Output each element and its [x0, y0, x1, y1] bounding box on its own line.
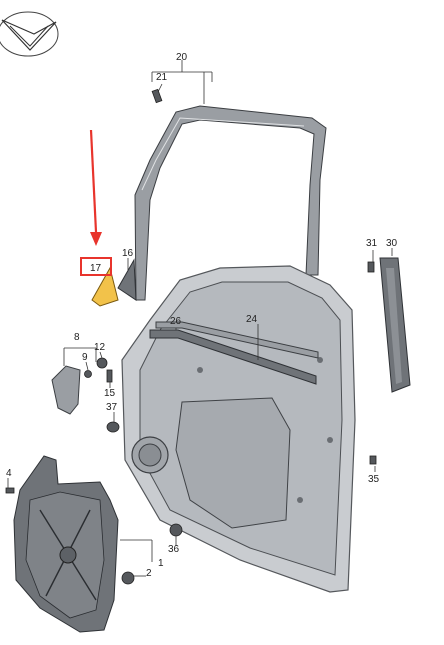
label-4: 4: [6, 468, 12, 479]
label-31: 31: [366, 238, 378, 249]
handle-bracket: [51, 365, 81, 415]
label-37: 37: [106, 402, 118, 413]
label-30: 30: [386, 238, 398, 249]
label-17: 17: [90, 263, 102, 274]
label-26: 26: [170, 316, 182, 327]
label-2: 2: [146, 568, 152, 579]
label-36: 36: [168, 544, 180, 555]
label-1: 1: [158, 558, 164, 569]
rear-guide-rail: [379, 257, 411, 393]
screw-35: [369, 455, 377, 465]
label-35: 35: [368, 474, 380, 485]
label-21: 21: [156, 72, 168, 83]
label-24: 24: [246, 314, 258, 325]
clip-37: [106, 421, 120, 433]
label-20: 20: [176, 52, 188, 63]
label-12: 12: [94, 342, 106, 353]
door-shell: [121, 265, 356, 593]
part-labels: 20 21 16 17 26 24 31 30 35 8 12 9 15 37 …: [6, 52, 398, 579]
mirror-triangle-cover: [117, 258, 137, 301]
leader-lines: [7, 60, 393, 577]
window-frame-seal: [134, 105, 327, 301]
label-8: 8: [74, 332, 80, 343]
vw-arrow-logo-icon: [0, 11, 59, 57]
red-arrow-indicator: [89, 129, 102, 246]
belt-seals: [149, 321, 319, 385]
label-15: 15: [104, 388, 116, 399]
window-regulator: [13, 455, 119, 633]
highlight-box: [80, 257, 112, 276]
screw-21: [151, 88, 163, 104]
highlighted-part-17: [91, 266, 119, 307]
label-9: 9: [82, 352, 88, 363]
fasteners-9-12-15: [84, 357, 113, 383]
nut-2: [121, 571, 135, 585]
screw-4: [5, 487, 15, 494]
label-16: 16: [122, 248, 134, 259]
screw-31: [367, 261, 375, 273]
grommet-36: [169, 523, 183, 537]
